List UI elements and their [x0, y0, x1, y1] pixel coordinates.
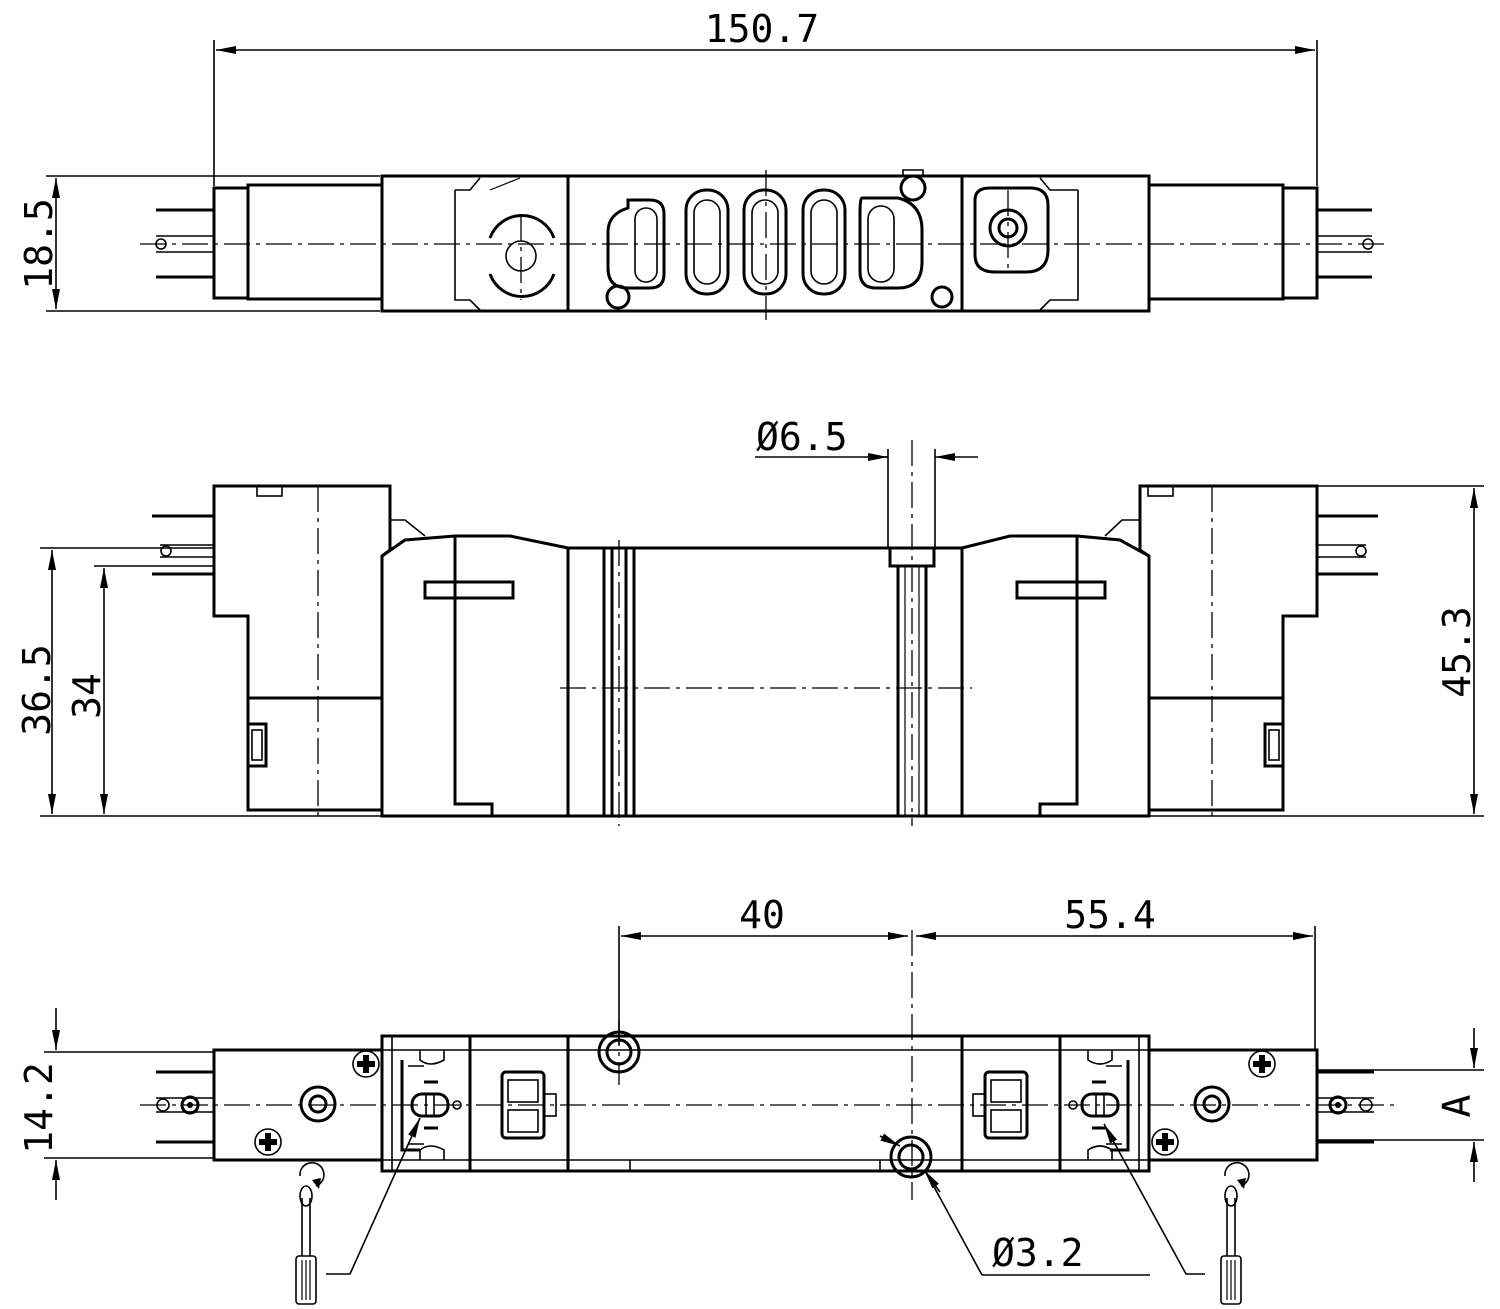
- top-view: 150.7 18.5: [17, 7, 1390, 320]
- phillips-screw-icon: [1248, 1050, 1276, 1078]
- dimension-a-label: A: [1435, 1094, 1479, 1117]
- phillips-screw-icon: [1151, 1128, 1179, 1156]
- bottom-offset-left-label: 40: [739, 893, 785, 937]
- port-slots: [606, 188, 924, 296]
- screwdriver-icon: [295, 1161, 325, 1305]
- bottom-view: 40 55.4 14.2 A: [17, 893, 1484, 1305]
- bottom-height-label: 14.2: [17, 1062, 61, 1154]
- hole-diameter-label: Ø3.2: [992, 1231, 1084, 1275]
- overall-length-label: 150.7: [705, 7, 819, 51]
- port-diameter-label: Ø6.5: [756, 415, 848, 459]
- front-view: Ø6.5 36.5 34 45.3: [15, 415, 1484, 826]
- phillips-screw-icon: [254, 1128, 282, 1156]
- front-height-right-label: 45.3: [1435, 606, 1479, 698]
- phillips-screw-icon: [352, 1050, 380, 1078]
- front-height-inner-label: 34: [65, 673, 109, 719]
- bottom-offset-right-label: 55.4: [1064, 893, 1156, 937]
- top-height-label: 18.5: [17, 198, 61, 290]
- front-height-outer-label: 36.5: [15, 644, 59, 736]
- screwdriver-icon: [1220, 1161, 1250, 1305]
